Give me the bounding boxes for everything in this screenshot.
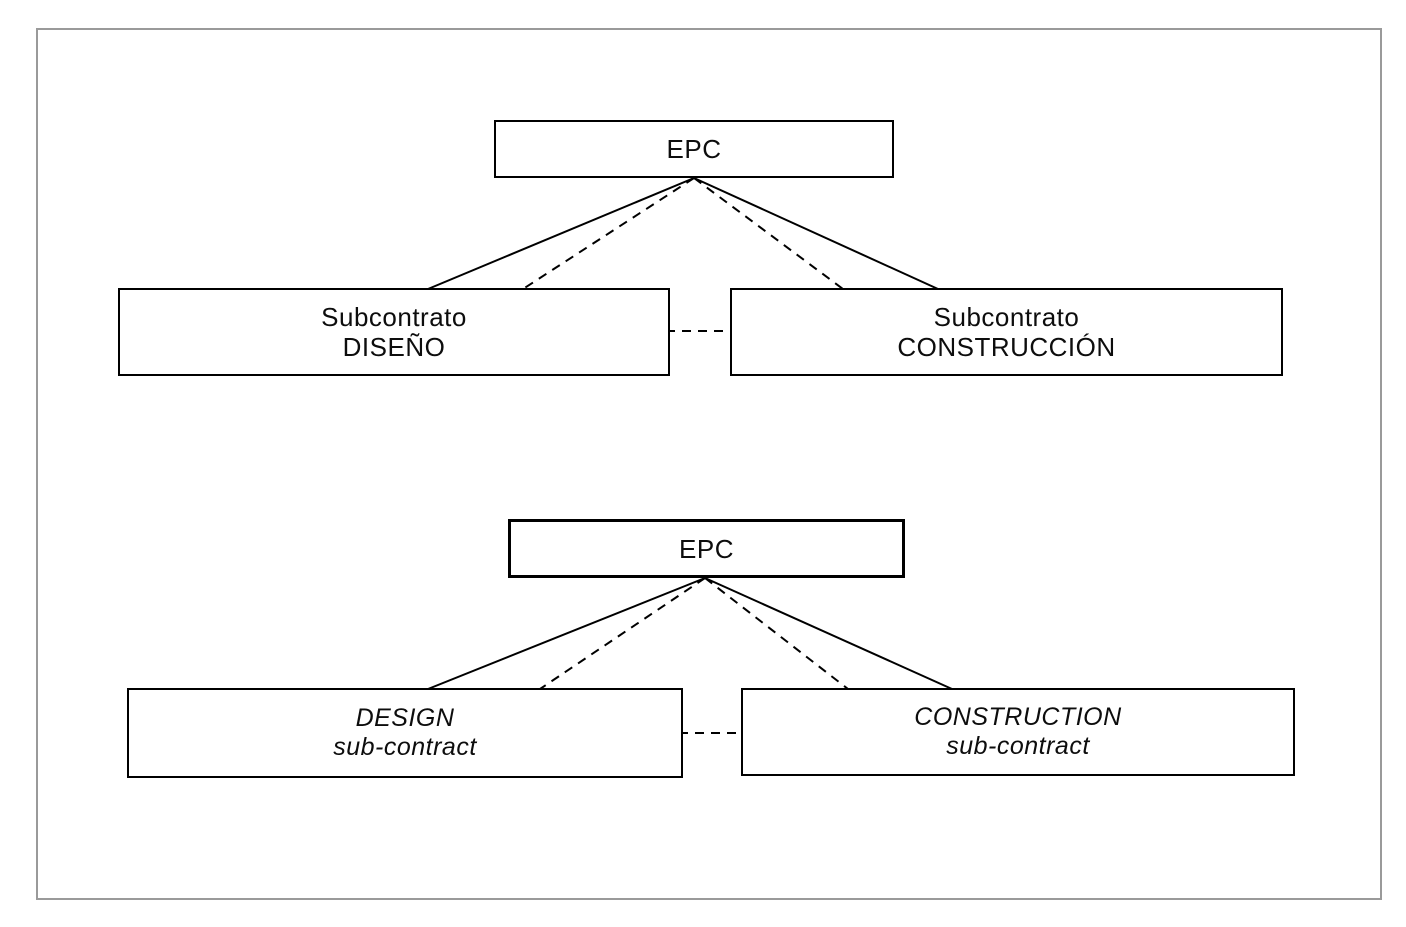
bottom-construction-subcontract-label-line2: sub-contract xyxy=(946,732,1090,760)
top-design-subcontract-box: Subcontrato DISEÑO xyxy=(118,288,670,376)
bottom-design-subcontract-label-line2: sub-contract xyxy=(333,733,477,761)
top-construction-subcontract-label-line1: Subcontrato xyxy=(933,302,1080,332)
top-epc-box: EPC xyxy=(494,120,894,178)
bottom-design-subcontract-box: DESIGN sub-contract xyxy=(127,688,683,778)
bottom-epc-label: EPC xyxy=(679,533,734,564)
figure-frame xyxy=(36,28,1382,900)
top-design-subcontract-label-line2: DISEÑO xyxy=(342,332,446,362)
bottom-construction-subcontract-label-line1: CONSTRUCTION xyxy=(914,703,1122,731)
top-construction-subcontract-box: Subcontrato CONSTRUCCIÓN xyxy=(730,288,1283,376)
top-epc-label: EPC xyxy=(666,134,722,164)
top-construction-subcontract-label-line2: CONSTRUCCIÓN xyxy=(897,332,1116,362)
top-design-subcontract-label-line1: Subcontrato xyxy=(321,302,467,332)
bottom-epc-box: EPC xyxy=(508,519,905,578)
bottom-design-subcontract-label-line1: DESIGN xyxy=(355,704,455,732)
bottom-construction-subcontract-box: CONSTRUCTION sub-contract xyxy=(741,688,1295,776)
